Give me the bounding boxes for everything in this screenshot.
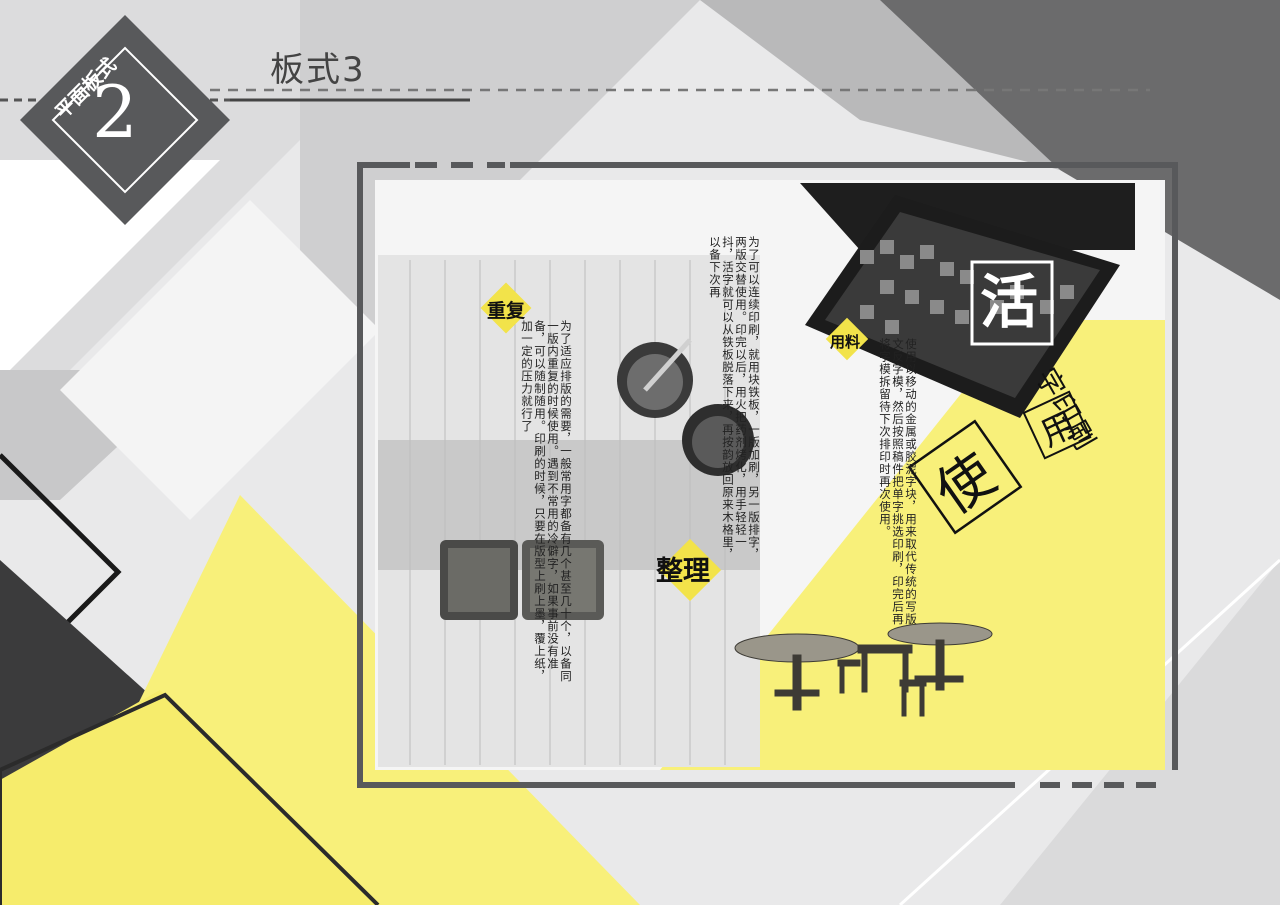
stamp-char: 活 (980, 268, 1039, 336)
bg-tri-top-right-light (700, 0, 1060, 170)
heading-organize: 整理 (656, 556, 710, 587)
frame-border-top (510, 162, 1178, 770)
ink-brush (643, 338, 692, 392)
frame-border-left (357, 162, 1015, 788)
bg-yellow-outline (0, 692, 380, 905)
badge (20, 15, 230, 225)
heading-repeat: 重复 (487, 300, 526, 322)
page-title: 板式3 (270, 50, 366, 90)
side-box-yong (1022, 390, 1092, 460)
type-blocks (440, 540, 604, 620)
text-block-left: 为了适应排版的需要，一般常用字都备有几个甚至几十个，以备同一版内重复的时候使用。… (520, 320, 573, 683)
bg-white-diamond (60, 200, 380, 520)
text-block-right: 使用以移动的金属或胶泥字块，用来取代传统的写版文反字模，然后按照稿件把单字挑选印… (878, 338, 918, 626)
heading-material: 用料 (830, 333, 861, 351)
bg-yellow-inner (0, 690, 380, 905)
bg-bottom-right (600, 560, 1280, 905)
side-box-shi (907, 419, 1023, 535)
badge-number: 2 (92, 70, 138, 154)
stamp-box (970, 260, 1054, 346)
ink-dish-2-inner (692, 416, 744, 468)
round-tables (734, 622, 993, 717)
text-block-middle: 为了可以连续印刷，就用块铁板，一版加刷，另一版排字，两版交替使用。印完以后，用火… (708, 236, 761, 561)
type-tray (805, 195, 1120, 418)
bg-band-left (0, 160, 220, 380)
